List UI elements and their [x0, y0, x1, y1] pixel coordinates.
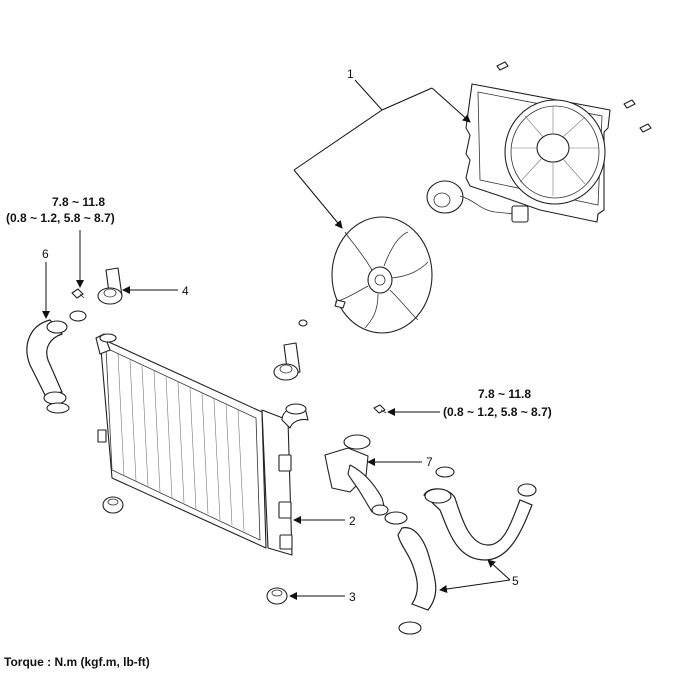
shroud-screws — [496, 61, 652, 133]
cooling-fan — [298, 216, 433, 334]
upper-hose — [26, 310, 87, 414]
label-3: 3 — [349, 590, 356, 604]
torque-units-footer: Torque : N.m (kgf.m, lb-ft) — [4, 655, 150, 669]
upper-mount-bracket-right — [273, 342, 301, 381]
torque-left-units: (0.8 ~ 1.2, 5.8 ~ 8.7) — [6, 211, 115, 225]
upper-mount-bracket — [97, 267, 123, 305]
reservoir-hose — [384, 511, 437, 635]
fan-shroud — [426, 83, 611, 223]
label-6: 6 — [42, 247, 49, 261]
leader-lines — [42, 79, 511, 600]
label-5: 5 — [512, 574, 519, 588]
torque-right-value: 7.8 ~ 11.8 — [478, 387, 531, 401]
lower-hose — [423, 466, 537, 561]
lower-insulator — [102, 496, 124, 514]
torque-left-value: 7.8 ~ 11.8 — [52, 195, 105, 209]
torque-right-units: (0.8 ~ 1.2, 5.8 ~ 8.7) — [443, 405, 552, 419]
lower-insulator-right — [266, 587, 288, 605]
label-2: 2 — [349, 514, 356, 528]
radiator — [95, 333, 309, 556]
filler-neck — [324, 404, 389, 516]
label-1: 1 — [347, 67, 354, 81]
label-7: 7 — [426, 455, 433, 469]
bracket-bolt-left — [71, 288, 85, 299]
label-4: 4 — [182, 284, 189, 298]
